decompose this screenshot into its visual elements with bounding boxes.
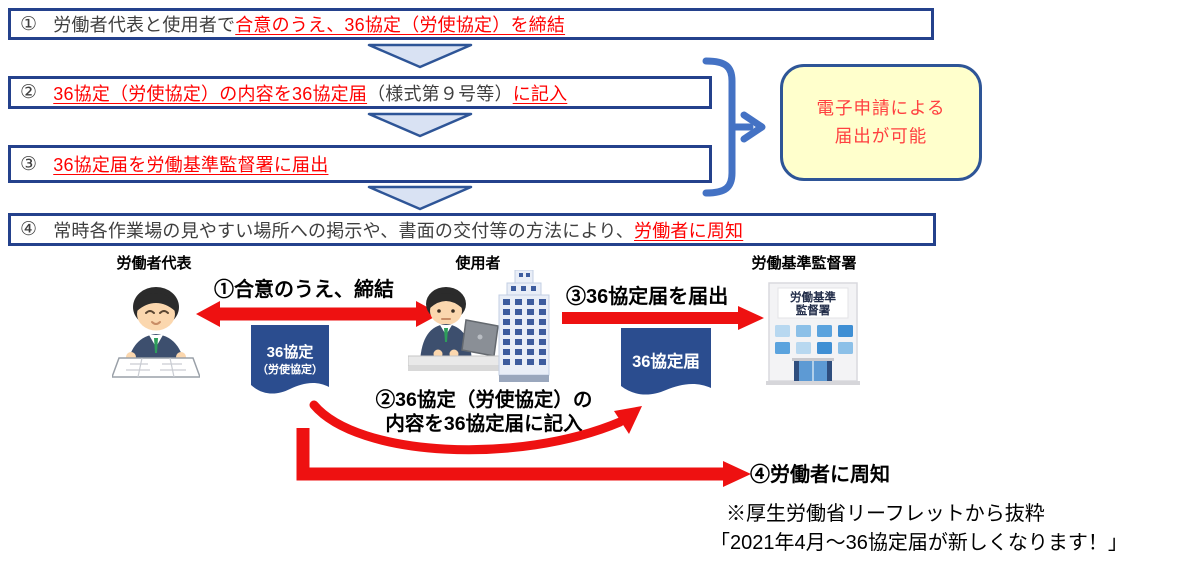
fill-in-arrow-label-line1: ②36協定（労使協定）の [375,389,593,411]
step-1-highlight: 合意のうえ、36協定（労使協定）を締結 [235,15,566,35]
employer-label: 使用者 [455,255,501,272]
submit-arrow-label: ③36協定届を届出 [566,286,729,308]
step-1-number: ① [20,13,38,35]
labor-office-illustration: 労働基準 監督署 [766,282,860,385]
submit-arrow-icon [562,306,764,330]
step-2-highlight-1: 36協定（労使協定）の内容を36協定届 [53,83,368,104]
step-1-text: 労働者代表と使用者で [53,15,236,35]
agreement-arrow-label: ①合意のうえ、締結 [214,279,394,301]
fill-in-curved-arrow-icon [309,400,642,455]
bracket-arrow-icon [702,57,766,197]
process-step-1-box: ① 労働者代表と使用者で 合意のうえ、36協定（労使協定）を締結 [8,8,934,40]
announce-arrow-label: ④労働者に周知 [750,464,890,486]
step-2-number: ② [20,82,38,103]
agreement-ribbon-line2: （労使協定） [257,362,323,376]
down-step-arrow-1-icon [367,43,473,69]
fill-in-arrow-label: ②36協定（労使協定）の 内容を36協定届に記入 [352,388,616,436]
process-step-4-box: ④ 常時各作業場の見やすい場所への掲示や、書面の交付等の方法により、 労働者に周… [8,213,936,246]
step-3-number: ③ [20,153,38,175]
step-3-highlight: 36協定届を労働基準監督署に届出 [53,155,329,175]
step-4-text: 常時各作業場の見やすい場所への掲示や、書面の交付等の方法により、 [53,220,635,241]
e-filing-note-line1: 電子申請による [816,98,946,119]
office-sign-line2: 監督署 [796,303,831,317]
agreement-double-arrow-icon [196,301,440,327]
fill-in-arrow-label-line2: 内容を36協定届に記入 [385,413,583,435]
e-filing-note: 電子申請による 届出が可能 [780,64,982,181]
announce-arrow-icon [296,428,751,487]
labor-office-label: 労働基準監督署 [751,255,857,272]
process-step-2-box: ② 36協定（労使協定）の内容を36協定届 （様式第９号等） に記入 [8,76,712,109]
footer-source-line2: 「2021年4月～36協定届が新しくなります！」 [710,532,1128,554]
agreement-ribbon: 36協定 （労使協定） [251,325,329,394]
step-2-highlight-2: に記入 [512,83,568,104]
step-4-highlight: 労働者に周知 [634,220,744,241]
e-filing-note-line2: 届出が可能 [834,125,928,146]
agreement-ribbon-line1: 36協定 [267,343,314,361]
step-4-number: ④ [20,219,38,240]
worker-rep-label: 労働者代表 [116,255,192,272]
footer-source-line1: ※厚生労働省リーフレットから抜粋 [726,503,1045,525]
company-building-illustration [498,270,550,382]
step-2-text: （様式第９号等） [367,83,513,104]
worker-rep-illustration [112,287,200,378]
notification-ribbon: 36協定届 [621,328,711,395]
office-sign-line1: 労働基準 [790,290,836,304]
down-step-arrow-2-icon [367,112,473,138]
down-step-arrow-3-icon [367,185,473,211]
notification-ribbon-label: 36協定届 [632,351,700,371]
employer-illustration [408,287,508,371]
process-step-3-box: ③ 36協定届を労働基準監督署に届出 [8,145,712,183]
